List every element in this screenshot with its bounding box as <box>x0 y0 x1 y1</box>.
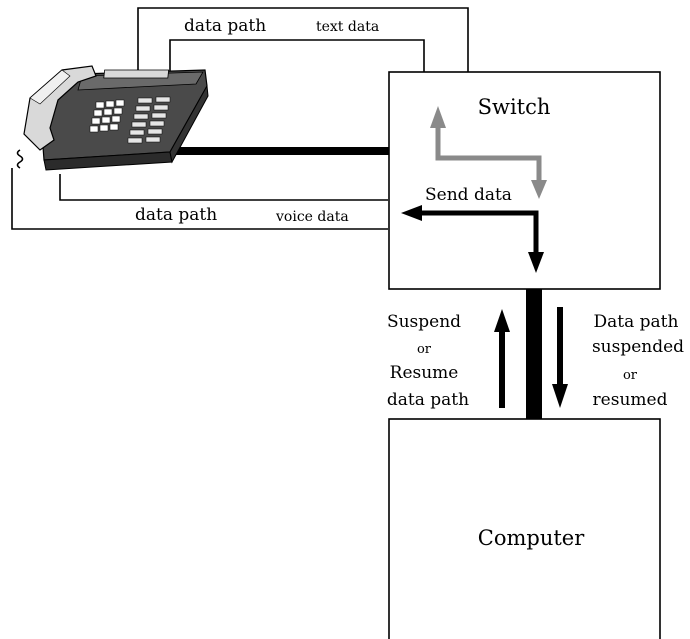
status-line-4: resumed <box>593 390 668 410</box>
send-data-label: Send data <box>425 185 512 205</box>
command-line-4: data path <box>387 390 469 410</box>
black-arrowhead-down <box>528 252 544 273</box>
black-arrowhead-left <box>401 205 422 221</box>
computer-box <box>388 418 661 639</box>
switch-computer-trunk <box>526 289 542 419</box>
gray-route-arrow <box>435 126 542 184</box>
bottom-path-label: data path <box>135 205 217 225</box>
gray-arrowhead-down <box>531 180 547 199</box>
connection-lines <box>11 7 469 230</box>
computer-label: Computer <box>478 526 585 550</box>
status-line-3: or <box>623 368 638 383</box>
outer-bottom-line <box>11 168 388 230</box>
status-line-1: Data path <box>594 312 679 332</box>
command-text: Suspend or Resume data path <box>387 312 469 410</box>
status-text: Data path suspended or resumed <box>592 312 684 410</box>
command-line-3: Resume <box>390 363 459 383</box>
black-route-arrow <box>420 210 539 254</box>
outer-top-line <box>137 7 469 78</box>
command-line-2: or <box>417 342 432 357</box>
status-line-2: suspended <box>592 337 684 357</box>
inner-top-line <box>169 39 425 78</box>
inner-bottom-line <box>59 174 388 201</box>
gray-arrowhead-up <box>430 106 446 128</box>
command-line-1: Suspend <box>387 312 461 332</box>
switch-box <box>388 71 661 290</box>
top-data-label: text data <box>316 19 379 35</box>
bottom-data-label: voice data <box>275 209 349 225</box>
telephone-icon <box>16 65 209 171</box>
switch-label: Switch <box>478 95 551 119</box>
status-arrowhead-down <box>552 384 568 408</box>
top-path-label: data path <box>184 16 266 36</box>
command-arrowhead-up <box>494 309 510 332</box>
